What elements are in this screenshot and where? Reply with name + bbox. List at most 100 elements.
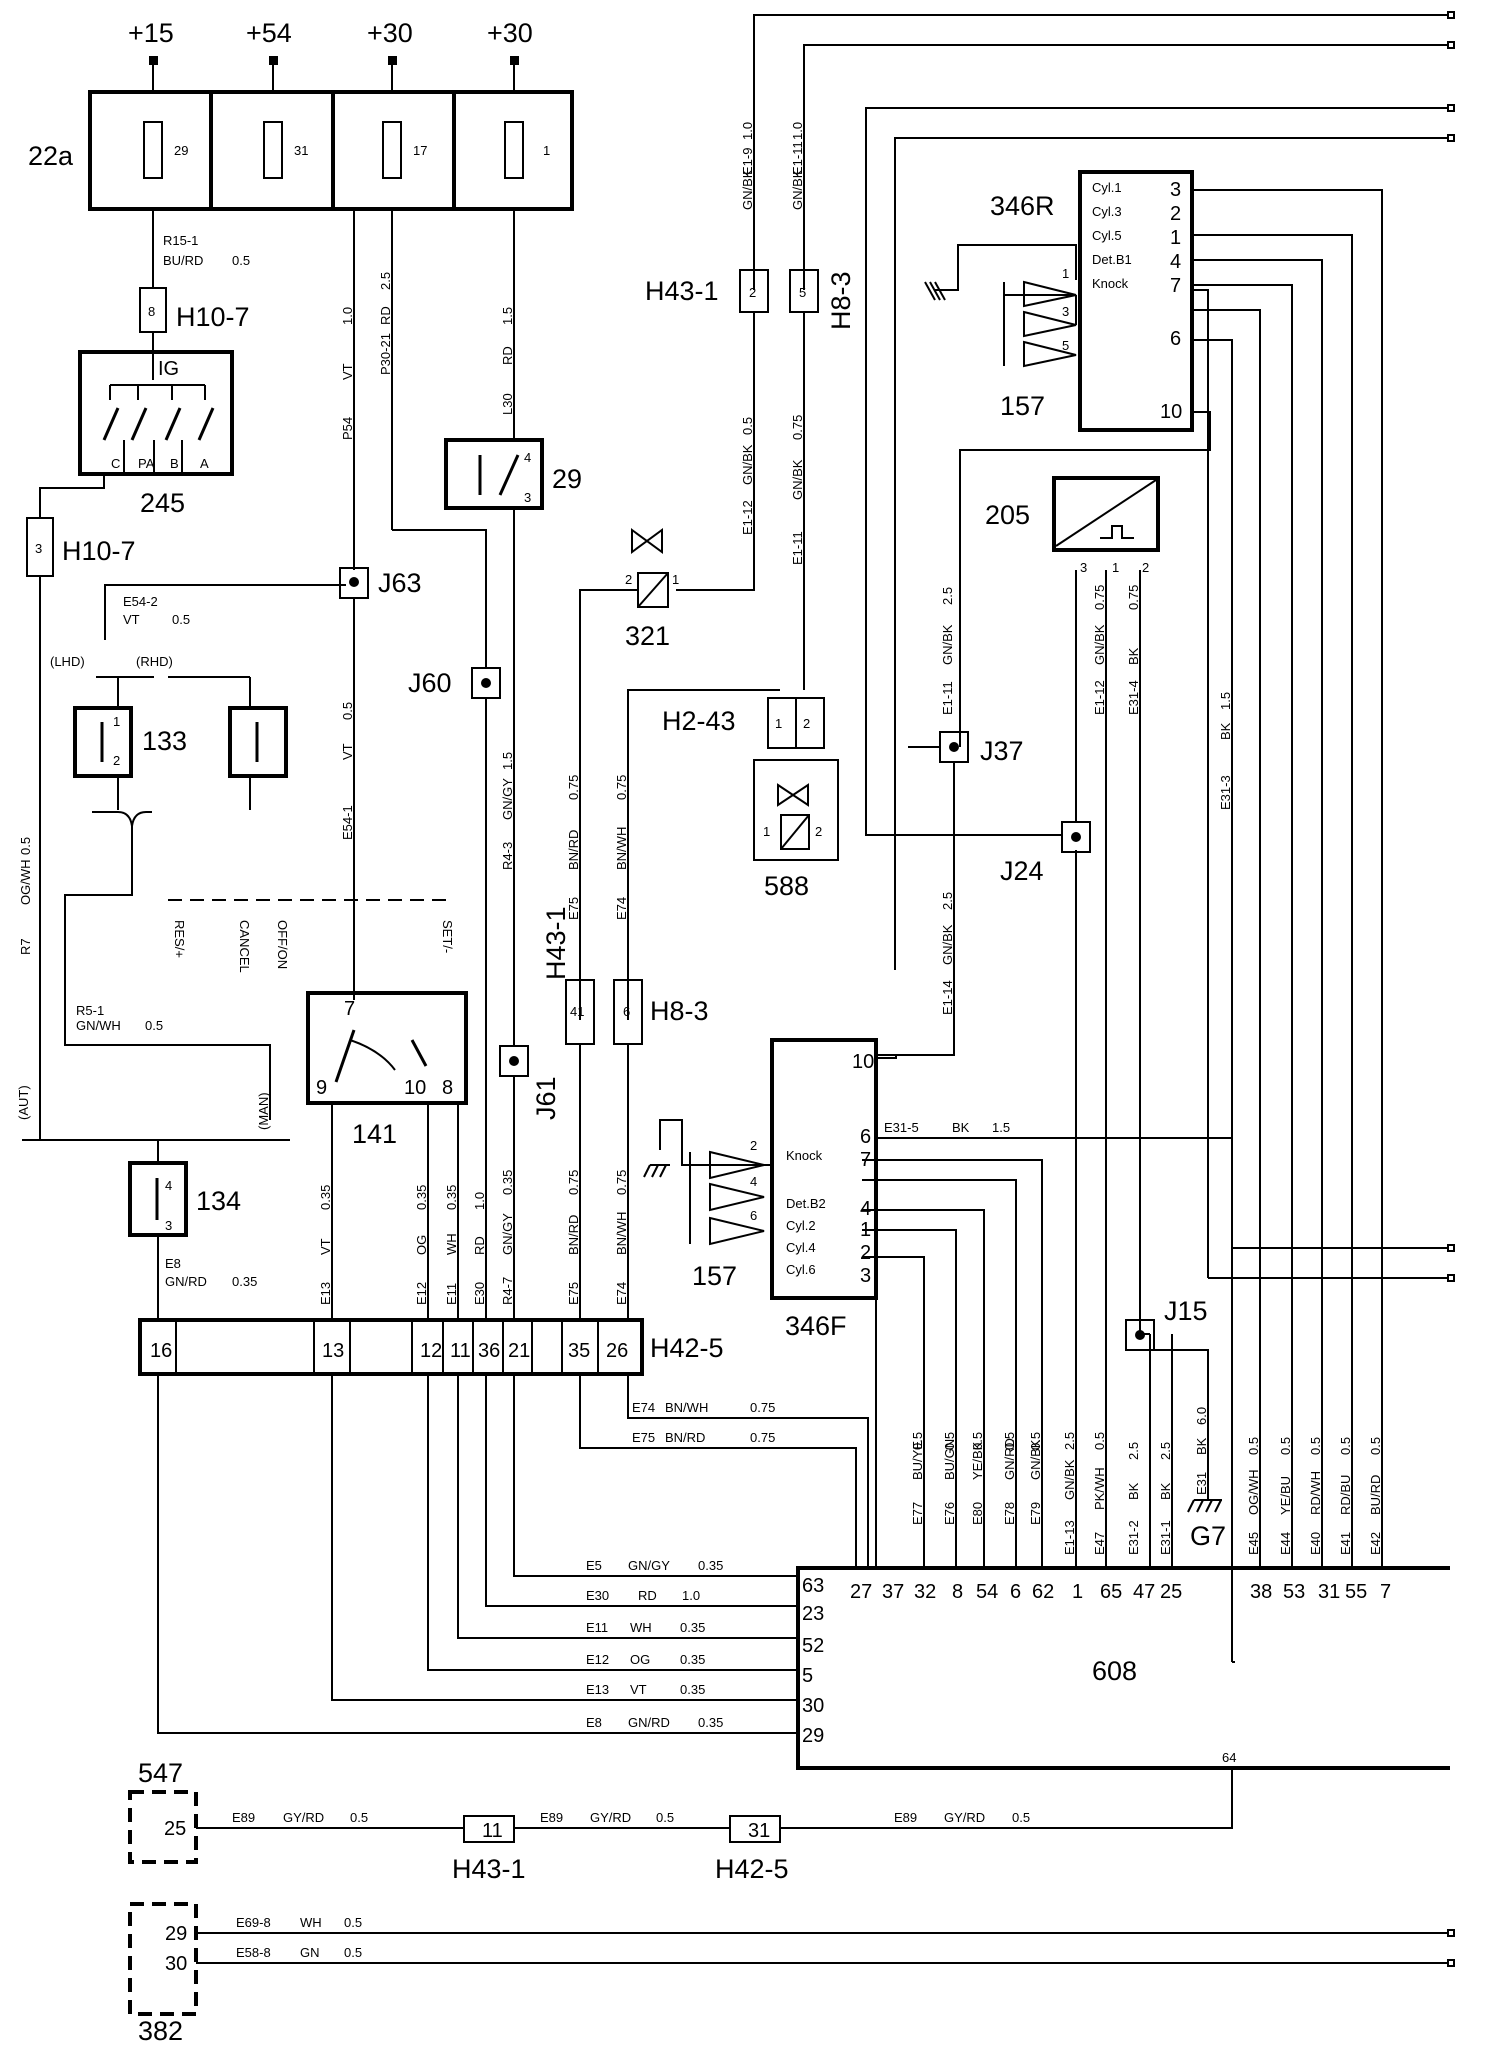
svg-text:E75: E75: [566, 1282, 581, 1305]
svg-text:10: 10: [1160, 401, 1182, 423]
svg-text:E76: E76: [942, 1502, 957, 1525]
svg-text:37: 37: [882, 1581, 904, 1603]
svg-text:R4-7: R4-7: [500, 1277, 515, 1305]
svg-text:E78: E78: [1002, 1502, 1017, 1525]
svg-text:E45: E45: [1246, 1532, 1261, 1555]
svg-text:L30: L30: [500, 393, 515, 415]
svg-text:RD: RD: [472, 1236, 487, 1255]
svg-text:E89: E89: [540, 1810, 563, 1825]
svg-text:R4-3: R4-3: [500, 842, 515, 870]
sensor-205-label: 205: [985, 500, 1030, 530]
supply-30b-label: +30: [487, 18, 533, 48]
svg-text:6: 6: [1010, 1581, 1021, 1603]
fuse-17: 17: [413, 143, 427, 158]
svg-text:E8: E8: [586, 1715, 602, 1730]
supply-30-label: +30: [367, 18, 413, 48]
svg-text:E80: E80: [970, 1502, 985, 1525]
svg-text:0.35: 0.35: [444, 1185, 459, 1210]
svg-text:38: 38: [1250, 1581, 1272, 1603]
svg-text:0.5: 0.5: [1278, 1437, 1293, 1455]
svg-text:GN/GY: GN/GY: [628, 1558, 670, 1573]
svg-text:OG/WH: OG/WH: [1246, 1470, 1261, 1516]
svg-text:E1-11: E1-11: [790, 531, 805, 565]
svg-text:E89: E89: [894, 1810, 917, 1825]
svg-text:0.5: 0.5: [942, 1432, 957, 1450]
svg-text:0.75: 0.75: [614, 775, 629, 800]
svg-text:2: 2: [803, 716, 810, 731]
svg-text:VT: VT: [123, 612, 140, 627]
svg-text:0.5: 0.5: [232, 253, 250, 268]
relay-29-section: P30-21 RD 2.5 L30 RD 1.5 4 3 29 R4-3 GN/…: [378, 209, 582, 1320]
svg-text:GN/BK: GN/BK: [1062, 1459, 1077, 1500]
svg-text:31: 31: [1318, 1581, 1340, 1603]
sensor-346r: 346R Cyl.1 Cyl.3 Cyl.5 Det.B1 Knock 3 2 …: [924, 170, 1455, 1663]
svg-text:E74: E74: [614, 897, 629, 920]
svg-text:BN/RD: BN/RD: [665, 1430, 705, 1445]
knock-sensor-157-bottom: 157: [692, 1261, 737, 1291]
splice-j15-ground-g7: J15 G7: [1125, 1296, 1226, 1551]
svg-text:E42: E42: [1368, 1532, 1383, 1555]
ecu-608: 63 23 52 5 30 29 608 27 37 32 8 54 6 62 …: [796, 1566, 1450, 1770]
svg-text:64: 64: [1222, 1750, 1236, 1765]
svg-text:GN/BK: GN/BK: [940, 624, 955, 665]
svg-text:1: 1: [113, 714, 120, 729]
svg-text:9: 9: [316, 1077, 327, 1099]
svg-text:VT: VT: [630, 1682, 647, 1697]
svg-text:4: 4: [1170, 251, 1181, 273]
svg-text:GY/RD: GY/RD: [590, 1810, 631, 1825]
svg-text:0.5: 0.5: [18, 837, 33, 855]
svg-text:0.35: 0.35: [500, 1170, 515, 1195]
svg-text:3: 3: [1080, 560, 1087, 575]
svg-text:3: 3: [165, 1218, 172, 1233]
svg-text:1.5: 1.5: [500, 307, 515, 325]
svg-text:8: 8: [952, 1581, 963, 1603]
svg-text:BK: BK: [1158, 1482, 1173, 1500]
svg-text:29: 29: [802, 1725, 824, 1747]
ecu-top-wires: E77 BU/YE 0.5 E76 BU/GN 0.5 E80 YE/BK 0.…: [862, 189, 1383, 1568]
ground-g7: G7: [1190, 1521, 1226, 1551]
svg-text:13: 13: [322, 1340, 344, 1362]
svg-text:0.35: 0.35: [698, 1558, 723, 1573]
connector-h43-1-mid: H43-1: [541, 906, 571, 980]
svg-text:(MAN): (MAN): [256, 1092, 271, 1130]
svg-text:2: 2: [750, 1138, 757, 1153]
splice-j24: J24: [1000, 856, 1044, 886]
svg-text:63: 63: [802, 1575, 824, 1597]
svg-text:BK: BK: [952, 1120, 970, 1135]
splice-j15: J15: [1164, 1296, 1208, 1326]
svg-text:A: A: [200, 456, 209, 471]
svg-text:E54-1: E54-1: [340, 805, 355, 840]
svg-text:7: 7: [860, 1149, 871, 1171]
brake-switch-133-label: 133: [142, 726, 187, 756]
connector-h42-5-label: H42-5: [650, 1333, 724, 1363]
svg-text:26: 26: [606, 1340, 628, 1362]
svg-text:8: 8: [148, 304, 155, 319]
svg-text:SET/-: SET/-: [440, 920, 455, 953]
svg-text:1.0: 1.0: [740, 122, 755, 140]
svg-text:35: 35: [568, 1340, 590, 1362]
svg-text:C: C: [111, 456, 120, 471]
svg-text:1: 1: [1112, 560, 1119, 575]
svg-text:0.75: 0.75: [566, 1170, 581, 1195]
svg-text:E31-5: E31-5: [884, 1120, 919, 1135]
svg-text:36: 36: [478, 1340, 500, 1362]
svg-text:6: 6: [1170, 328, 1181, 350]
svg-text:0.5: 0.5: [145, 1018, 163, 1033]
svg-text:Cyl.6: Cyl.6: [786, 1262, 816, 1277]
svg-text:2: 2: [113, 753, 120, 768]
svg-text:YE/BK: YE/BK: [970, 1441, 985, 1480]
svg-text:6: 6: [750, 1208, 757, 1223]
valve-321: 2 1 321 E75 BN/RD 0.75: [566, 528, 679, 1020]
svg-text:E47: E47: [1092, 1532, 1107, 1555]
svg-text:1.5: 1.5: [1218, 692, 1233, 710]
svg-text:E31-4: E31-4: [1126, 680, 1141, 715]
svg-text:0.75: 0.75: [566, 775, 581, 800]
svg-text:0.35: 0.35: [680, 1652, 705, 1667]
splice-j60: J60: [408, 668, 452, 698]
svg-text:E41: E41: [1338, 1532, 1353, 1555]
svg-text:OG: OG: [414, 1235, 429, 1255]
svg-text:2: 2: [625, 572, 632, 587]
svg-text:2.5: 2.5: [1158, 1442, 1173, 1460]
fuse-box-label: 22a: [28, 141, 74, 171]
svg-text:1: 1: [672, 572, 679, 587]
